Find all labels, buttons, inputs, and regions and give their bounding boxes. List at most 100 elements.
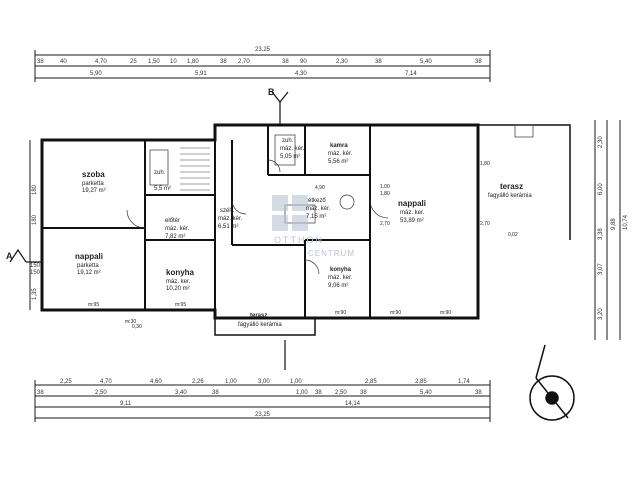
room-name: zuh. bbox=[282, 138, 294, 144]
north-arrow bbox=[529, 344, 575, 421]
watermark-text: OTTHON bbox=[274, 235, 324, 245]
dim-label: 2,85 bbox=[415, 379, 427, 385]
dim-label: 3,07 bbox=[598, 263, 604, 275]
section-a-label: A bbox=[6, 251, 13, 261]
section-a-marker-left bbox=[9, 248, 27, 263]
dim-label: 2,70 bbox=[380, 221, 390, 227]
dim-label: 1,35 bbox=[32, 288, 38, 300]
dim-label: 4,30 bbox=[295, 71, 307, 77]
room-area: 7,82 m² bbox=[165, 234, 186, 240]
dim-label: 1,00 bbox=[225, 379, 237, 385]
watermark-text: CENTRUM bbox=[308, 249, 355, 258]
dim-label: 0,02 bbox=[508, 232, 518, 238]
dim-label: 2,70 bbox=[480, 221, 490, 227]
dim-label: 7,14 bbox=[405, 71, 417, 77]
room-name: konyha bbox=[166, 268, 195, 277]
dim-label: 150 bbox=[30, 263, 41, 269]
dim-label: 1,80 bbox=[380, 191, 390, 197]
dim-label: 5,40 bbox=[420, 59, 432, 65]
dim-label: 4,70 bbox=[100, 379, 112, 385]
dim-label: 1,74 bbox=[458, 379, 470, 385]
dim-label: m:95 bbox=[88, 302, 100, 308]
grill bbox=[514, 124, 534, 138]
dim-label: 180 bbox=[32, 214, 38, 225]
dim-label: 4,70 bbox=[95, 59, 107, 65]
dim-label: 150 bbox=[30, 270, 41, 276]
room-name: zuh. bbox=[154, 170, 166, 176]
room-area: 9,06 m² bbox=[328, 283, 349, 289]
room-floor: fagyálló kerámia bbox=[238, 322, 282, 328]
dim-label: 4,90 bbox=[315, 185, 325, 191]
dim-label: 2,30 bbox=[336, 59, 348, 65]
dim-label: 3,20 bbox=[598, 308, 604, 320]
room-name: terasz bbox=[250, 313, 268, 319]
dim-label: m:90 bbox=[390, 310, 402, 316]
room-area: 5,05 m² bbox=[280, 154, 301, 160]
section-b-label: B bbox=[268, 87, 275, 97]
room-floor: máz. kér. bbox=[328, 151, 353, 157]
room-name: szélf. bbox=[220, 208, 235, 214]
dim-label: 38 bbox=[475, 390, 482, 396]
room-floor: máz. kér. bbox=[306, 206, 331, 212]
dim-label: 38 bbox=[37, 390, 44, 396]
dim-label: 5,91 bbox=[195, 71, 207, 77]
dim-label: m:90 bbox=[440, 310, 452, 316]
room-area: 5,56 m² bbox=[328, 159, 349, 165]
room-floor: máz. ker. bbox=[328, 275, 353, 281]
room-floor: máz. kér. bbox=[280, 146, 305, 152]
room-name: terasz bbox=[500, 182, 524, 191]
dim-label: 0,30 bbox=[132, 324, 142, 330]
room-floor: máz. kér. bbox=[165, 226, 190, 232]
room-name: étkező bbox=[308, 198, 326, 204]
dim-label: 10,74 bbox=[623, 214, 629, 230]
dim-label: 1,00 bbox=[290, 379, 302, 385]
room-area: 7,15 m² bbox=[306, 214, 327, 220]
dim-label: 38 bbox=[315, 390, 322, 396]
dim-label: 3,00 bbox=[258, 379, 270, 385]
dim-label: 38 bbox=[282, 59, 289, 65]
room-floor: parketta bbox=[82, 181, 104, 187]
dim-label: 25 bbox=[130, 59, 137, 65]
dim-label: 6,00 bbox=[598, 183, 604, 195]
room-name: nappali bbox=[75, 252, 104, 261]
dim-label: 9,88 bbox=[611, 218, 617, 230]
dim-label: 180 bbox=[32, 184, 38, 195]
room-name: kamra bbox=[330, 143, 348, 149]
room-name: konyha bbox=[330, 267, 352, 273]
room-area: 19,12 m² bbox=[77, 270, 101, 276]
dim-label: 38 bbox=[360, 390, 367, 396]
dim-label: 3,38 bbox=[598, 228, 604, 240]
dim-top-total: 23,25 bbox=[255, 47, 271, 53]
dim-label: 38 bbox=[212, 390, 219, 396]
sink bbox=[339, 194, 355, 210]
dim-label: m:90 bbox=[335, 310, 347, 316]
room-floor: máz. ker. bbox=[400, 210, 425, 216]
dim-label: 1,80 bbox=[480, 161, 490, 167]
room-name: előtér bbox=[165, 218, 181, 224]
dim-label: 40 bbox=[60, 59, 67, 65]
dim-bottom-total: 23,25 bbox=[255, 412, 271, 418]
room-floor: parketta bbox=[77, 263, 99, 269]
room-name: szoba bbox=[82, 170, 105, 179]
dim-label: m:30 bbox=[125, 319, 137, 325]
dim-label: 5,90 bbox=[90, 71, 102, 77]
dim-label: 1,50 bbox=[148, 59, 160, 65]
room-area: 10,20 m² bbox=[166, 286, 190, 292]
dim-label: 2,85 bbox=[365, 379, 377, 385]
dim-label: 2,25 bbox=[60, 379, 72, 385]
room-name: nappali bbox=[398, 199, 427, 208]
room-floor: máz. kér. bbox=[218, 216, 243, 222]
room-floor: máz. ker. bbox=[166, 279, 191, 285]
dim-label: 1,00 bbox=[380, 184, 390, 190]
dim-label: 38 bbox=[375, 59, 382, 65]
wc bbox=[274, 134, 296, 166]
dim-label: 5,40 bbox=[420, 390, 432, 396]
dim-label: 2,26 bbox=[192, 379, 204, 385]
dim-label: 14,14 bbox=[345, 401, 361, 407]
room-floor: fagyálló kerámia bbox=[488, 193, 532, 199]
dim-label: 38 bbox=[220, 59, 227, 65]
dim-label: 1,80 bbox=[187, 59, 199, 65]
watermark-logo bbox=[272, 195, 308, 231]
